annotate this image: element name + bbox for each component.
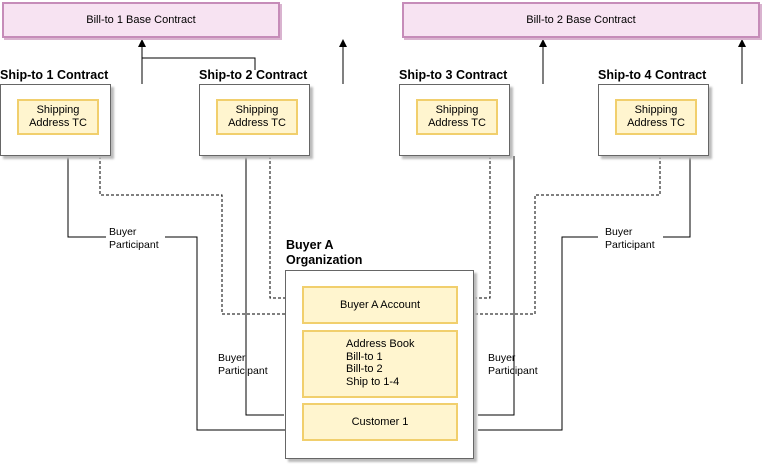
- buyer-participant-label: Buyer Participant: [605, 226, 655, 251]
- customer-label: Customer 1: [351, 416, 409, 428]
- buyer-participant-label: Buyer Participant: [218, 352, 268, 377]
- organization-title: Buyer A Organization: [286, 238, 363, 267]
- bill-to-1-base-contract: Bill-to 1 Base Contract: [2, 2, 280, 38]
- buyer-participant-label: Buyer Participant: [109, 226, 159, 251]
- account-label: Buyer A Account: [339, 299, 421, 311]
- shipping-address-tc: Shipping Address TC: [416, 99, 498, 135]
- address-book-line: Bill-to 1: [346, 350, 383, 363]
- shipping-address-tc: Shipping Address TC: [17, 99, 99, 135]
- address-book-line: Ship to 1-4: [346, 375, 400, 388]
- shipping-address-tc: Shipping Address TC: [615, 99, 697, 135]
- base-contract-label: Bill-to 1 Base Contract: [86, 14, 196, 26]
- ship-to-3-title: Ship-to 3 Contract: [399, 68, 508, 82]
- bill-to-2-base-contract: Bill-to 2 Base Contract: [402, 2, 760, 38]
- ship-to-4-contract: Shipping Address TC: [598, 84, 709, 156]
- ship-to-4-title: Ship-to 4 Contract: [598, 68, 707, 82]
- ship-to-1-contract: Shipping Address TC: [0, 84, 111, 156]
- address-book: Address Book Bill-to 1 Bill-to 2 Ship to…: [302, 330, 458, 398]
- ship-to-2-title: Ship-to 2 Contract: [199, 68, 308, 82]
- ship-to-1-title: Ship-to 1 Contract: [0, 68, 109, 82]
- ship-to-3-contract: Shipping Address TC: [399, 84, 510, 156]
- base-contract-label: Bill-to 2 Base Contract: [526, 14, 636, 26]
- customer-1: Customer 1: [302, 403, 458, 441]
- ship-to-2-contract: Shipping Address TC: [199, 84, 310, 156]
- address-book-line: Bill-to 2: [346, 363, 383, 375]
- shipping-address-tc: Shipping Address TC: [216, 99, 298, 135]
- address-book-line: Address Book: [346, 338, 415, 350]
- buyer-a-account: Buyer A Account: [302, 286, 458, 324]
- buyer-participant-label: Buyer Participant: [488, 352, 538, 377]
